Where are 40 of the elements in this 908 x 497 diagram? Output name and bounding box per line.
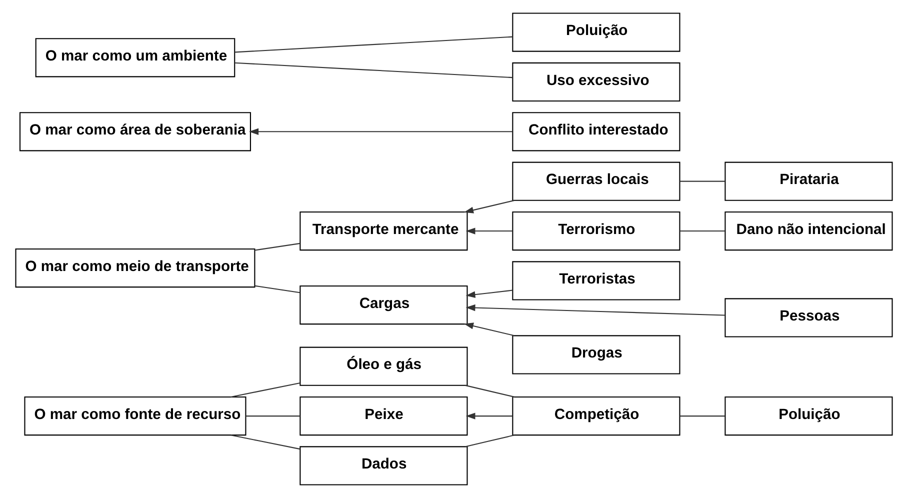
node-box: Dados — [300, 446, 468, 485]
node-box: Cargas — [300, 284, 468, 324]
node-box: Terrorismo — [512, 210, 680, 250]
node-box: Poluição — [512, 12, 680, 52]
node-box: Poluição — [724, 396, 893, 436]
node-box: Uso excessivo — [512, 62, 680, 101]
node-box: Drogas — [512, 334, 680, 374]
node-box: Peixe — [300, 396, 468, 436]
node-box: Óleo e gás — [300, 346, 468, 386]
node-box: O mar como fonte de recurso — [24, 396, 246, 436]
arrow — [466, 289, 513, 298]
connector — [234, 62, 513, 78]
node-box: Terroristas — [512, 260, 680, 300]
node-box: O mar como um ambiente — [35, 38, 236, 77]
connector — [465, 434, 514, 447]
node-box: Guerras locais — [512, 161, 680, 200]
node-box: Competição — [512, 396, 680, 436]
connector — [680, 230, 725, 232]
arrow — [466, 304, 725, 316]
arrow — [249, 128, 512, 134]
node-box: Pirataria — [724, 161, 893, 200]
node-box: Pessoas — [724, 298, 893, 337]
arrow — [466, 412, 512, 419]
connector — [230, 434, 300, 450]
node-box: O mar como meio de transporte — [15, 248, 256, 288]
connector — [680, 415, 725, 416]
arrow — [464, 322, 514, 336]
node-box: O mar como área de soberania — [19, 112, 251, 151]
connector — [465, 384, 514, 397]
arrow — [466, 227, 512, 234]
connector — [246, 415, 300, 416]
connector — [680, 180, 725, 182]
connector — [254, 284, 300, 293]
arrow — [464, 199, 514, 213]
node-box: Transporte mercante — [300, 210, 468, 250]
node-box: Conflito interestado — [512, 112, 680, 151]
connector — [230, 382, 300, 397]
connector — [254, 242, 300, 250]
node-box: Dano não intencional — [724, 210, 893, 250]
connector — [234, 36, 513, 52]
